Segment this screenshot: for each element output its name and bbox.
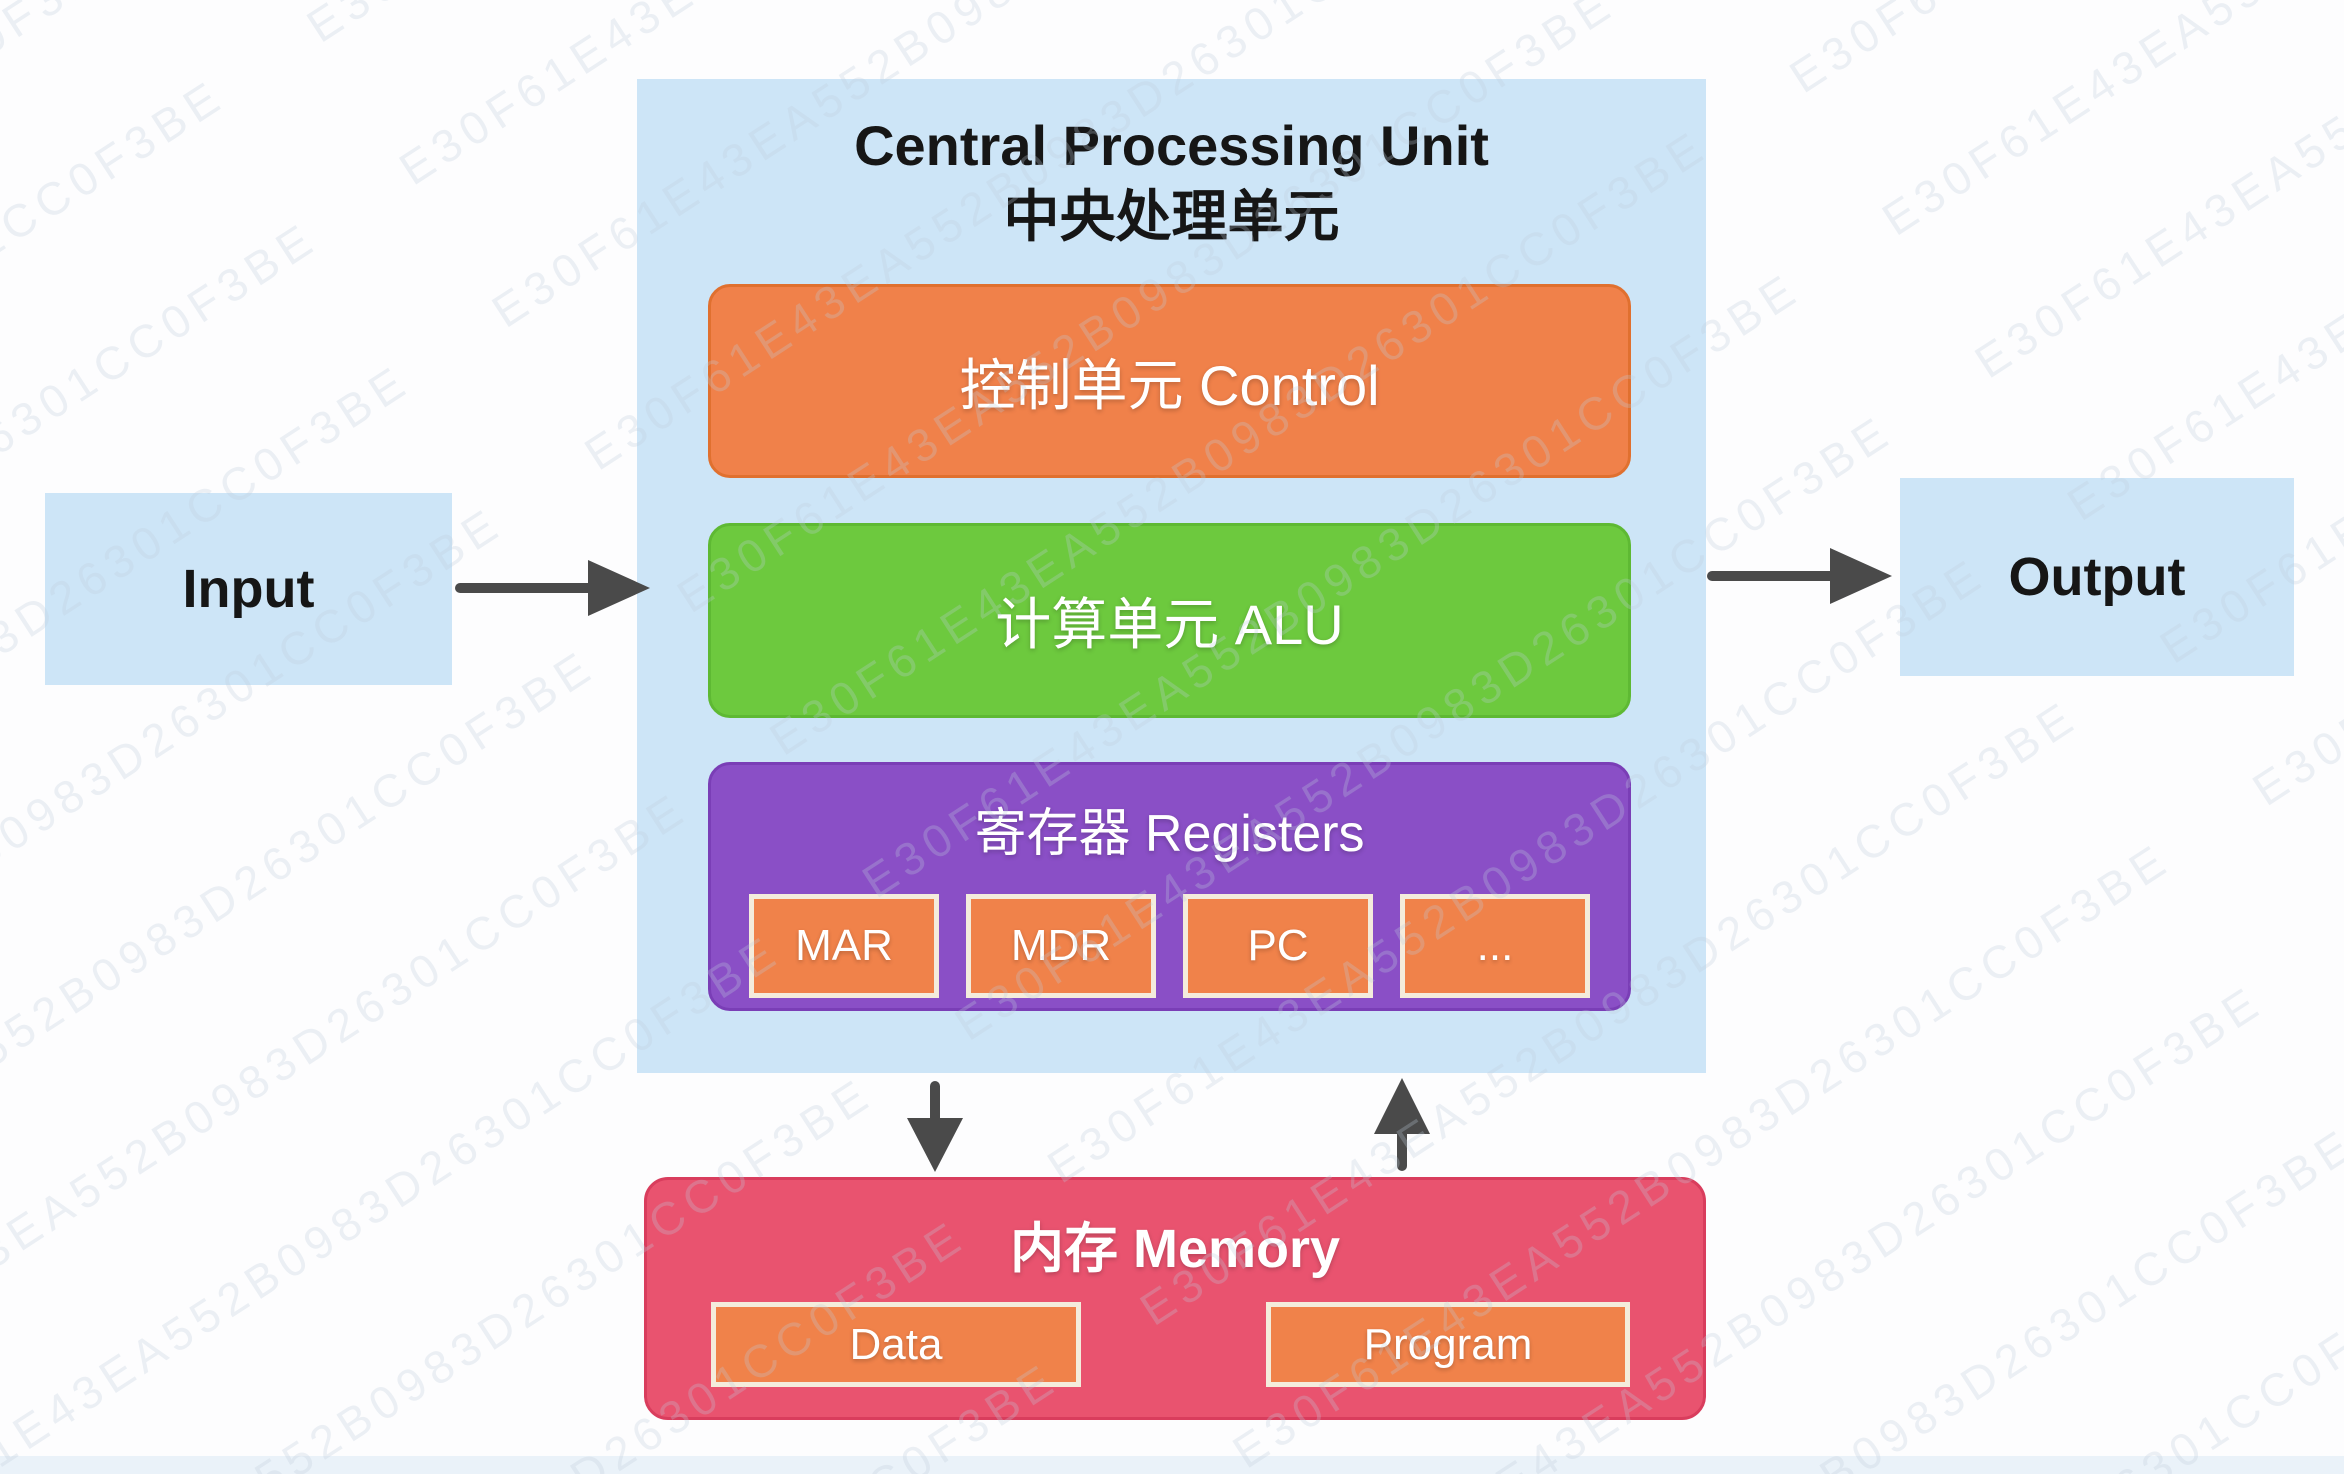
- memory-chip-data: Data: [711, 1302, 1081, 1387]
- arrow-right-icon: [455, 560, 650, 616]
- register-chip-label: PC: [1247, 921, 1309, 970]
- register-chip-label: MAR: [795, 921, 893, 970]
- memory-chip-label: Data: [849, 1319, 943, 1369]
- arrow-down-icon: [907, 1081, 963, 1172]
- register-chip-pc: PC: [1183, 894, 1373, 998]
- arrow-right-icon: [1707, 548, 1892, 604]
- cpu-title-chinese: 中央处理单元: [1003, 185, 1340, 248]
- bottom-edge-strip: [0, 1456, 2344, 1474]
- memory-block: 内存 Memory Data Program: [644, 1177, 1706, 1420]
- alu-label: 计算单元 ALU: [995, 593, 1344, 656]
- register-chip-label: ...: [1476, 921, 1514, 970]
- input-box: Input: [45, 493, 452, 685]
- cpu-title-english: Central Processing Unit: [854, 114, 1489, 177]
- registers-label: 寄存器 Registers: [974, 805, 1365, 863]
- memory-chip-label: Program: [1363, 1319, 1533, 1369]
- input-label: Input: [182, 559, 315, 619]
- alu-block: 计算单元 ALU: [708, 523, 1631, 718]
- registers-block: 寄存器 Registers MAR MDR PC ...: [708, 762, 1631, 1011]
- registers-row: MAR MDR PC ...: [711, 894, 1628, 998]
- output-label: Output: [2008, 547, 2186, 607]
- output-box: Output: [1900, 478, 2294, 676]
- register-chip-more: ...: [1400, 894, 1590, 998]
- cpu-panel: Central Processing Unit 中央处理单元 控制单元 Cont…: [637, 79, 1706, 1073]
- cpu-title: Central Processing Unit 中央处理单元: [637, 79, 1706, 253]
- register-chip-label: MDR: [1010, 921, 1112, 970]
- control-unit-label: 控制单元 Control: [959, 353, 1380, 417]
- memory-chip-program: Program: [1266, 1302, 1630, 1387]
- register-chip-mdr: MDR: [966, 894, 1156, 998]
- register-chip-mar: MAR: [749, 894, 939, 998]
- arrow-up-icon: [1374, 1078, 1430, 1171]
- control-unit-block: 控制单元 Control: [708, 284, 1631, 478]
- memory-label: 内存 Memory: [1009, 1219, 1341, 1279]
